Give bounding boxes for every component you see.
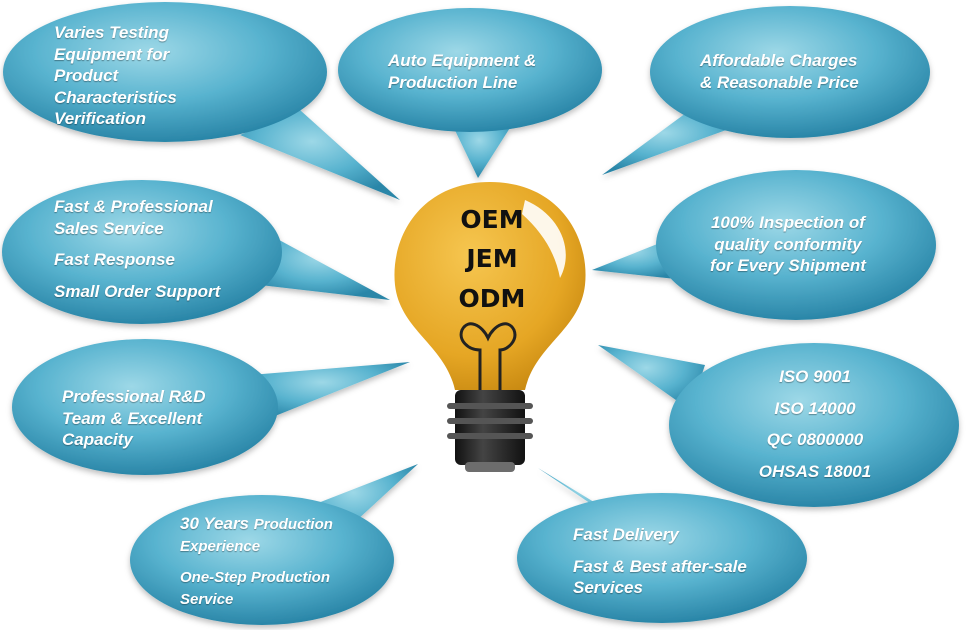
bubble-rd <box>12 339 410 475</box>
bubble-delivery <box>517 468 807 623</box>
bubble-price-text: Affordable Charges & Reasonable Price <box>700 51 859 92</box>
bulb-label-oem: OEM <box>460 205 524 234</box>
bubble-rd-text: Professional R&D Team & Excellent Capaci… <box>62 387 206 449</box>
bubble-inspection-text: 100% Inspection of quality conformity fo… <box>710 213 866 275</box>
light-bulb-icon <box>394 182 586 472</box>
bubble-price <box>602 6 930 175</box>
bubble-auto <box>338 8 602 178</box>
bubble-years <box>130 464 418 625</box>
bubble-inspection <box>592 170 936 320</box>
bubble-sales-text: Fast & Professional Sales Service Fast R… <box>54 197 221 301</box>
bubble-testing <box>3 2 400 200</box>
bubble-iso-text: ISO 9001 ISO 14000 QC 0800000 OHSAS 1800… <box>758 367 872 481</box>
bubble-testing-text: Varies Testing Equipment for Product Cha… <box>54 23 177 128</box>
bubble-iso <box>598 343 959 507</box>
bubble-delivery-text: Fast Delivery Fast & Best after-sale Ser… <box>573 525 747 597</box>
bubble-sales <box>2 180 390 324</box>
bubble-auto-text: Auto Equipment & Production Line <box>388 51 537 92</box>
bulb-label-jem: JEM <box>466 244 518 273</box>
bubble-years-text: 30 Years Production Experience One-Step … <box>180 514 333 608</box>
bulb-label-odm: ODM <box>458 284 526 313</box>
